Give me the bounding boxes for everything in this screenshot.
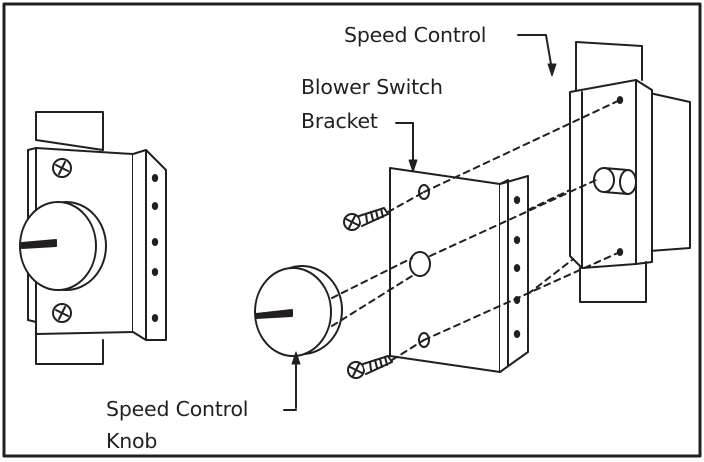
speed-control-knob	[254, 265, 343, 357]
leader-bracket	[395, 122, 414, 169]
arrow-speed-control	[547, 63, 557, 77]
leader-lines	[283, 34, 553, 411]
bottom-screw-head	[52, 303, 72, 323]
mounted-knob	[19, 201, 107, 291]
alignment-lines	[331, 99, 621, 361]
bracket-flange	[499, 175, 529, 373]
bracket-plate	[389, 167, 501, 373]
label-speed-control-knob-line1: Speed Control	[106, 397, 249, 421]
bracket-screw-top	[343, 207, 389, 231]
bracket-screw-bottom	[347, 355, 393, 379]
top-screw-head	[52, 158, 72, 178]
leader-speed-control	[517, 34, 553, 71]
blower-switch-bracket	[389, 167, 529, 373]
arrow-knob	[291, 351, 301, 365]
label-speed-control: Speed Control	[344, 23, 487, 47]
arrow-bracket	[408, 159, 418, 173]
label-speed-control-knob-line2: Knob	[106, 429, 158, 453]
speed-control-unit	[569, 41, 691, 303]
label-blower-switch-bracket-line1: Blower Switch	[301, 75, 443, 99]
assembled-speed-control-unit	[19, 111, 167, 365]
side-flange	[132, 149, 167, 341]
label-blower-switch-bracket-line2: Bracket	[301, 109, 378, 133]
